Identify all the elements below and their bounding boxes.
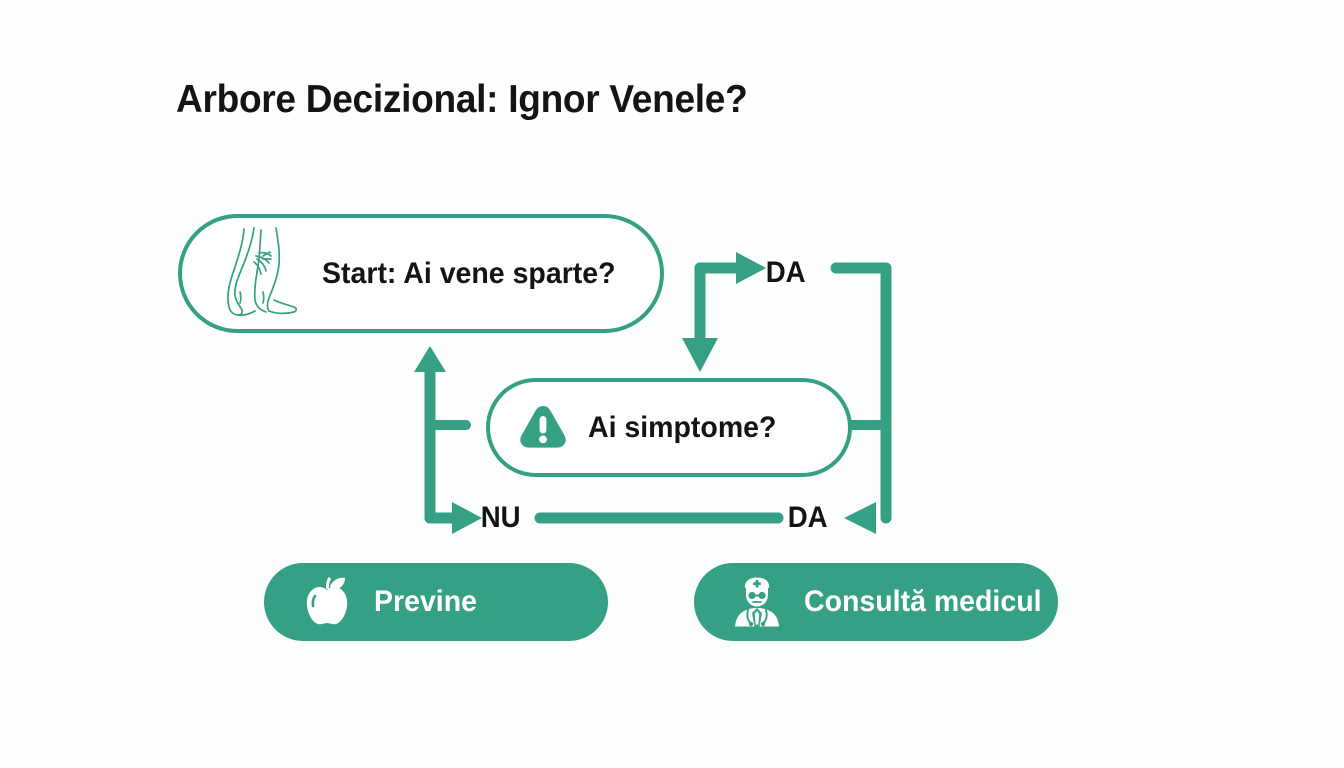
edge-label-nu: NU: [480, 501, 521, 534]
node-symptoms-label: Ai simptome?: [588, 410, 777, 444]
page-title: Arbore Decizional: Ignor Venele?: [176, 78, 748, 121]
arrowhead-left-to-nu: [452, 502, 482, 534]
edge-label-da-bottom: DA: [787, 501, 828, 534]
outcome-doctor-label: Consultă medicul: [804, 585, 1042, 618]
doctor-icon: [735, 577, 779, 627]
node-start[interactable]: Start: Ai vene sparte?: [178, 214, 664, 333]
outcome-doctor-button[interactable]: Consultă medicul: [694, 563, 1058, 641]
arrowhead-rail-to-da-bottom: [844, 502, 876, 534]
node-start-label: Start: Ai vene sparte?: [322, 256, 616, 290]
legs-veins-icon: [227, 226, 298, 316]
edge-da-top-to-rail: [830, 262, 892, 426]
arrowhead-start-to-symptoms: [682, 338, 718, 372]
arrowhead-start-to-da: [736, 252, 766, 284]
outcome-prevent-label: Previne: [374, 585, 477, 618]
outcome-prevent-button[interactable]: Previne: [264, 563, 608, 641]
arrowhead-rail-left-up: [414, 346, 446, 372]
node-symptoms[interactable]: Ai simptome?: [486, 378, 852, 477]
apple-icon: [306, 577, 348, 625]
warning-triangle-icon: [520, 405, 566, 448]
edge-label-da-top: DA: [765, 256, 806, 289]
